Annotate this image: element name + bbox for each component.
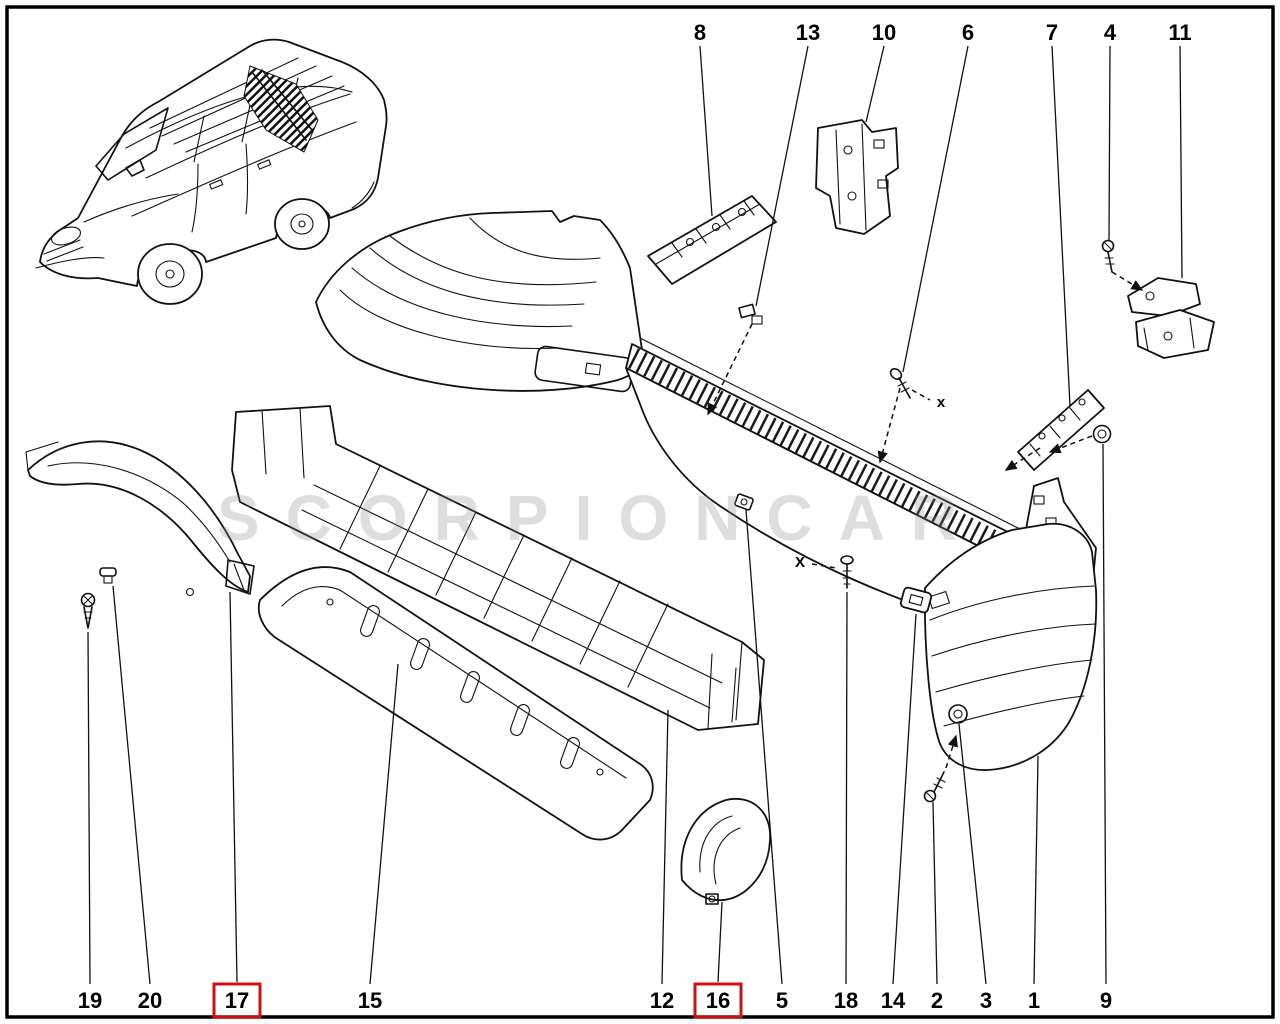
door-handle <box>208 179 224 190</box>
leader-2 <box>932 801 938 985</box>
part-label-16: 16 <box>706 988 730 1013</box>
part-label-1: 1 <box>1028 988 1040 1013</box>
leader-18 <box>845 591 848 985</box>
rear-wheel <box>274 198 330 250</box>
part-label-5: 5 <box>776 988 788 1013</box>
leader-10 <box>865 45 885 123</box>
leader-11 <box>1179 45 1183 279</box>
bumper-cover-main <box>315 210 1097 629</box>
part-label-15: 15 <box>358 988 382 1013</box>
leader-17 <box>229 591 238 983</box>
part-11-corner-bracket <box>1127 277 1215 359</box>
annotation-x: x <box>937 394 946 411</box>
highlight-box-17 <box>212 982 262 1019</box>
part-label-9: 9 <box>1100 988 1112 1013</box>
part-label-6: 6 <box>962 20 974 45</box>
leader-13 <box>755 45 809 307</box>
leader-20 <box>112 585 151 985</box>
leader-6 <box>902 45 969 373</box>
part-15-lower-valance <box>257 566 654 841</box>
valance-slot <box>360 605 380 637</box>
grommet-hole <box>948 704 968 724</box>
side-mirror <box>125 159 145 177</box>
part-label-3: 3 <box>980 988 992 1013</box>
highlight-box-16 <box>693 982 743 1019</box>
part-12-impact-absorber <box>231 405 765 731</box>
part-13-clip <box>707 303 763 416</box>
screw-18 <box>811 555 854 589</box>
leader-14 <box>892 613 917 985</box>
leader-lines <box>87 45 1183 985</box>
front-wheel <box>137 243 203 305</box>
part-label-8: 8 <box>694 20 706 45</box>
watermark-text: SCORPIONCAR <box>217 482 983 554</box>
part-label-20: 20 <box>138 988 162 1013</box>
headlight <box>50 226 82 246</box>
part-label-19: 19 <box>78 988 102 1013</box>
part-label-11: 11 <box>1168 20 1191 45</box>
nut-9 <box>1048 424 1112 454</box>
part-17-side-liner <box>25 440 255 597</box>
valance-slot <box>460 671 480 703</box>
valance-slot <box>560 737 580 769</box>
part-label-18: 18 <box>834 988 858 1013</box>
part-label-17: 17 <box>225 988 249 1013</box>
liner-bolt-hole <box>185 587 195 597</box>
clip-5 <box>734 493 754 511</box>
part-8-side-bracket <box>647 195 777 285</box>
leader-3 <box>958 723 987 985</box>
part-10-center-bracket <box>815 119 899 235</box>
leader-9 <box>1102 443 1107 985</box>
windshield <box>95 107 169 181</box>
part-1-corner-section <box>923 522 1098 771</box>
annotation-X: X <box>795 554 805 571</box>
leader-7 <box>1051 45 1071 407</box>
screw-6 <box>877 368 931 464</box>
part-14-mount-bracket <box>899 586 933 614</box>
leader-5 <box>745 509 783 985</box>
part-label-2: 2 <box>931 988 943 1013</box>
leader-8 <box>699 45 713 217</box>
screw-2 <box>923 734 958 803</box>
part-7-side-bracket <box>1004 389 1105 471</box>
part-label-4: 4 <box>1104 20 1117 45</box>
screw-4 <box>1101 239 1144 291</box>
leader-12 <box>661 709 669 985</box>
part-label-12: 12 <box>650 988 674 1013</box>
part-label-14: 14 <box>881 988 906 1013</box>
screw-19 <box>80 592 96 629</box>
annotations: xX <box>795 394 946 571</box>
part-label-7: 7 <box>1046 20 1058 45</box>
vehicle-thumbnail <box>35 38 388 305</box>
valance-slot <box>410 638 430 670</box>
leader-16 <box>717 901 723 983</box>
part-label-10: 10 <box>872 20 896 45</box>
leader-1 <box>1033 755 1039 985</box>
leader-15 <box>369 663 399 985</box>
door-handle <box>256 159 272 170</box>
clip-20 <box>99 567 117 584</box>
part-label-13: 13 <box>796 20 820 45</box>
leader-4 <box>1108 45 1111 241</box>
valance-slot <box>510 704 530 736</box>
leader-19 <box>87 631 91 985</box>
